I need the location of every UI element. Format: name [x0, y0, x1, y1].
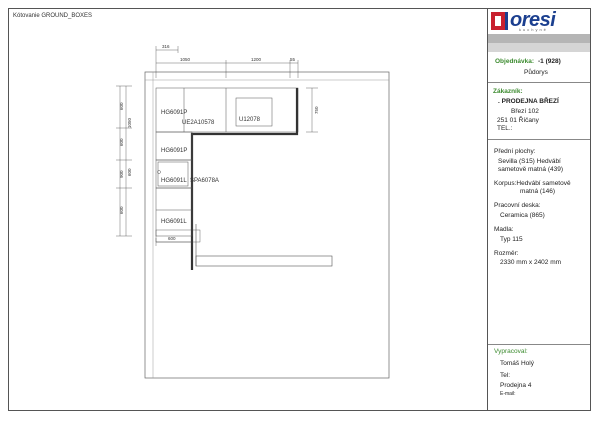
- island: [195, 255, 333, 267]
- separator: [488, 82, 590, 83]
- cabinet-label-5: HG6091L: [161, 178, 187, 184]
- info-panel: [487, 8, 591, 411]
- top-dimensions: [155, 46, 299, 78]
- handles-label: Madla:: [494, 226, 514, 233]
- worktop-value: Ceramica (865): [500, 212, 545, 219]
- separator: [488, 139, 590, 140]
- dim-left-6: 600: [119, 206, 124, 214]
- order-number: -1 (928): [538, 58, 561, 65]
- brand-logo-text: oresi: [510, 9, 556, 31]
- prepared-label: Vypracoval:: [494, 348, 528, 355]
- prepared-email: E-mail:: [500, 391, 516, 397]
- cabinet-label-6: SPA6078A: [190, 178, 219, 184]
- carcass-value-2: matná (146): [520, 188, 556, 195]
- size-value: 2330 mm x 2402 mm: [500, 259, 562, 266]
- dim-left-5: 600: [127, 168, 132, 176]
- dim-right: 750: [314, 106, 319, 114]
- room-outline: [144, 71, 390, 379]
- separator: [488, 344, 590, 345]
- dim-bottom: 600: [168, 236, 176, 241]
- handles-value: Typ 115: [500, 236, 523, 243]
- brand-subtitle: kuchyně: [519, 27, 548, 32]
- carcass-value-1: Korpus:Hedvábí sametově: [494, 180, 571, 187]
- right-dimension: [306, 87, 318, 133]
- dim-top-4: 55: [290, 57, 296, 62]
- cabinet-label-1: HG6091P: [161, 110, 187, 116]
- size-label: Rozměr:: [494, 250, 519, 257]
- cabinet-label-4: HG6091P: [161, 148, 187, 154]
- cabinet-label-3: U12078: [239, 117, 261, 123]
- customer-name: . PRODEJNA BŘEZÍ: [498, 98, 559, 105]
- cabinets-left: [155, 131, 193, 237]
- dim-top-2: 1050: [180, 57, 191, 62]
- oresi-logo-icon: [491, 12, 508, 30]
- prepared-store: Prodejna 4: [500, 382, 532, 389]
- order-label: Objednávka:: [495, 58, 535, 65]
- cabinet-label-7: HG6091L: [161, 219, 187, 225]
- front-surfaces-value-1: Sevilla (S15) Hedvábí: [498, 158, 561, 165]
- dim-left-4: 900: [119, 170, 124, 178]
- customer-street: Březí 102: [511, 108, 539, 115]
- dim-top-1: 316: [162, 44, 170, 49]
- drawing-frame: [8, 8, 591, 411]
- header-bar: [488, 34, 590, 43]
- front-surfaces-value-2: sametově matná (439): [498, 166, 564, 173]
- view-name: Půdorys: [524, 69, 548, 76]
- bottom-dimension: [155, 229, 201, 246]
- drawing-title: Kótovanie GROUND_BOXES: [13, 13, 93, 19]
- prepared-name: Tomáš Holý: [500, 360, 534, 367]
- dim-top-3: 1200: [251, 57, 262, 62]
- floor-plan: 316 1050 1200 55 600 1050 600 900 600 60…: [116, 44, 390, 379]
- header-bar-light: [488, 43, 590, 52]
- cabinet-label-2: UE2A10578: [182, 120, 215, 126]
- front-surfaces-label: Přední plochy:: [494, 148, 536, 155]
- customer-city: 251 01 Říčany: [497, 117, 539, 124]
- left-dimensions: [116, 85, 132, 237]
- customer-tel: TEL.:: [497, 125, 513, 132]
- worktop-label: Pracovní deska:: [494, 202, 541, 209]
- customer-label: Zákazník:: [493, 88, 523, 95]
- prepared-tel: Tel:: [500, 372, 511, 379]
- dim-left-1: 600: [119, 102, 124, 110]
- dim-left-3: 600: [119, 138, 124, 146]
- dim-left-2: 1050: [127, 117, 132, 128]
